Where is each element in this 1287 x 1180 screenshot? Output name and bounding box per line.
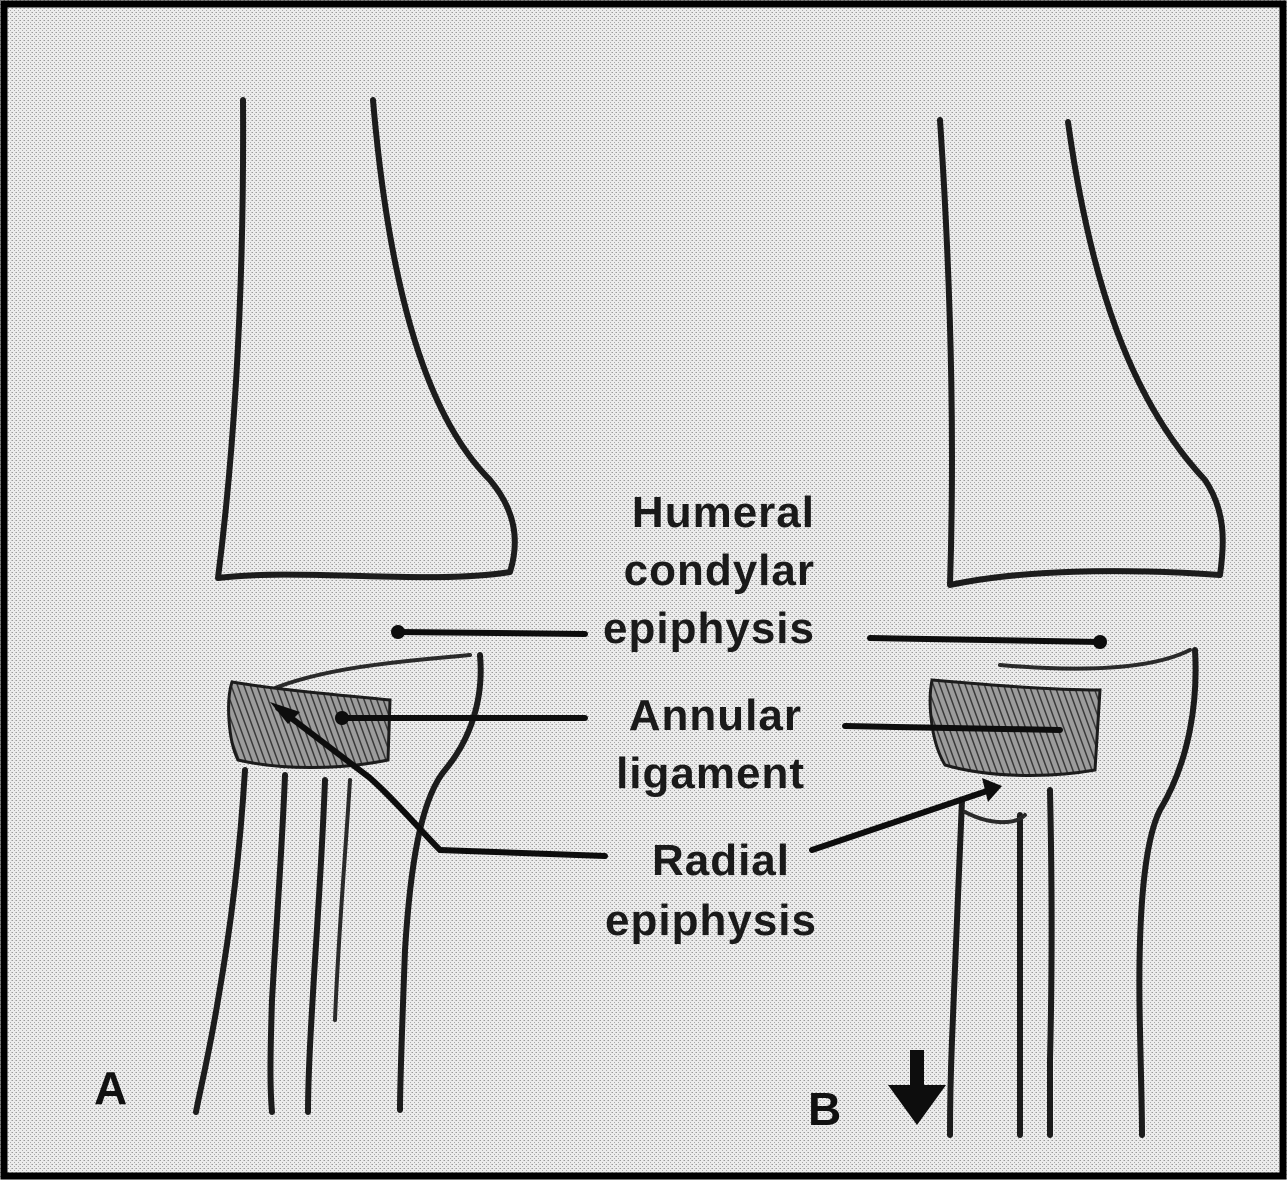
- label-annular-line2: ligament: [616, 749, 805, 798]
- label-humeral-line3: epiphysis: [603, 604, 815, 653]
- leader-humeral-a-dot: [391, 625, 405, 639]
- label-humeral-line1: Humeral: [632, 488, 815, 537]
- leader-annular-a-dot: [335, 711, 349, 725]
- leader-humeral-b-dot: [1093, 635, 1107, 649]
- label-radial-line2: epiphysis: [605, 896, 817, 945]
- panel-label-b: B: [808, 1083, 841, 1135]
- leader-humeral-a: [398, 632, 585, 634]
- leader-humeral-b: [870, 638, 1100, 642]
- label-annular-line1: Annular: [629, 691, 802, 740]
- leader-annular-b: [845, 726, 1060, 730]
- label-humeral-line2: condylar: [624, 546, 815, 595]
- label-radial-line1: Radial: [652, 836, 790, 885]
- label-humeral: Humeral condylar epiphysis: [603, 488, 815, 653]
- panel-label-a: A: [94, 1062, 127, 1114]
